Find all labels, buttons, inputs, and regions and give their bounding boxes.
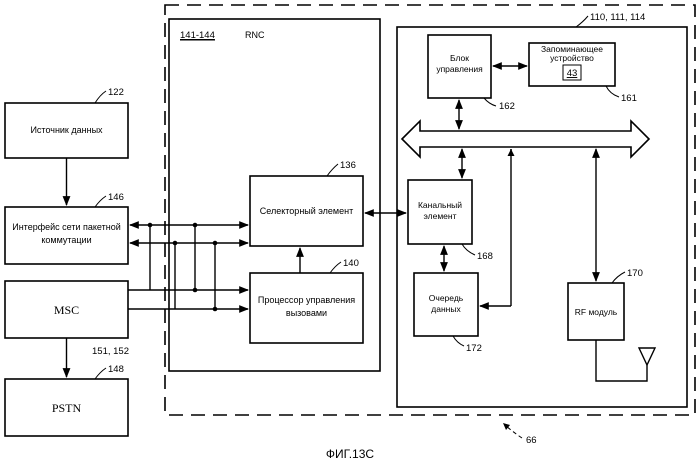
- ref-136: 136: [340, 160, 356, 171]
- ref-172: 172: [466, 343, 482, 354]
- ref-148: 148: [108, 364, 124, 375]
- ref-122: 122: [108, 87, 124, 98]
- ref-140: 140: [343, 258, 359, 269]
- memory-number: 43: [567, 68, 578, 79]
- figure-caption: ФИГ.13С: [326, 447, 374, 461]
- pstn-label: PSTN: [52, 401, 82, 415]
- call-processor-label-2: вызовами: [286, 308, 327, 318]
- data-queue-label-2: данных: [431, 304, 461, 314]
- rf-module-label: RF модуль: [575, 307, 618, 317]
- data-queue-label-1: Очередь: [429, 293, 464, 303]
- msc-label: MSC: [54, 303, 79, 317]
- rnc-range-label: 141-144: [180, 30, 215, 41]
- ref-110: 110, 111, 114: [590, 12, 645, 23]
- packet-interface-label-1: Интерфейс сети пакетной: [12, 222, 121, 232]
- control-unit-label-2: управления: [436, 64, 483, 74]
- ref-151-152: 151, 152: [92, 346, 129, 357]
- ref-168: 168: [477, 251, 493, 262]
- ref-162: 162: [499, 101, 515, 112]
- memory-label-2: устройство: [550, 53, 594, 63]
- selector-label: Селекторный элемент: [260, 206, 353, 216]
- ref-146: 146: [108, 192, 124, 203]
- rnc-label: RNC: [245, 30, 265, 40]
- ref-66: 66: [526, 435, 537, 446]
- packet-interface-label-2: коммутации: [41, 235, 91, 245]
- channel-element-label-1: Канальный: [418, 200, 462, 210]
- data-source-label: Источник данных: [30, 125, 103, 135]
- channel-element-label-2: элемент: [424, 211, 457, 221]
- ref-161: 161: [621, 93, 637, 104]
- call-processor-label-1: Процессор управления: [258, 295, 355, 305]
- ref-170: 170: [627, 268, 643, 279]
- control-unit-label-1: Блок: [450, 53, 469, 63]
